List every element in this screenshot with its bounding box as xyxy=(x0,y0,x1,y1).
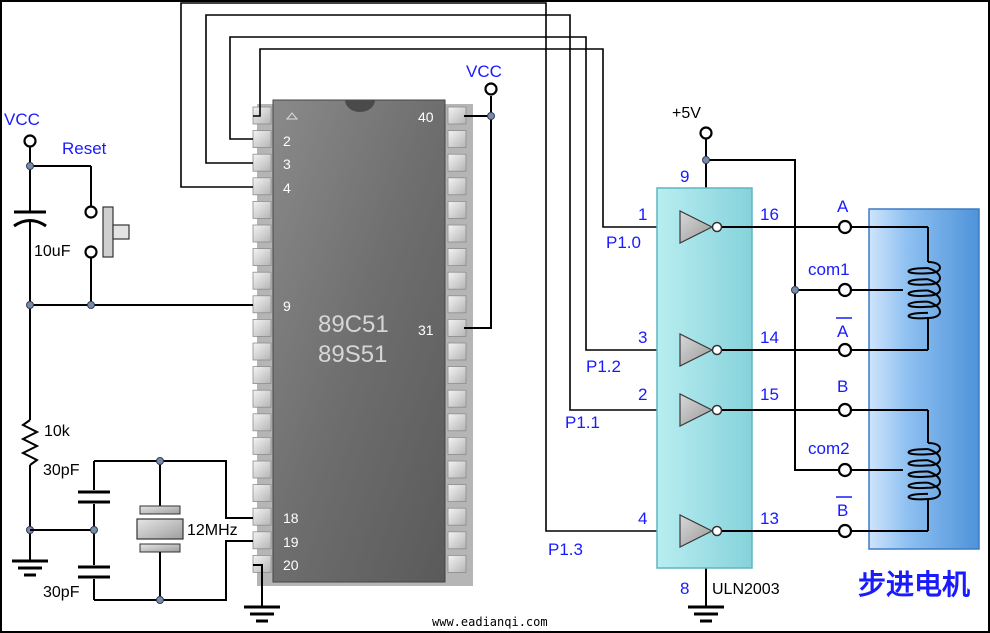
chip-pin-pad-right-4 xyxy=(447,177,467,196)
ground-mcu-icon xyxy=(244,564,280,623)
port-p1-1: P1.1 xyxy=(565,413,600,432)
chip-pin-pad-left-5 xyxy=(252,200,272,219)
driver-out-15: 15 xyxy=(760,385,779,404)
mcu-pin-9: 9 xyxy=(283,298,291,314)
vcc-right-label: VCC xyxy=(466,62,502,81)
chip-pin-pad-left-9 xyxy=(252,295,272,314)
crystal-label: 12MHz xyxy=(187,522,238,539)
port-p1-3: P1.3 xyxy=(548,540,583,559)
stepper-motor xyxy=(851,208,980,550)
chip-pin-pad-left-16 xyxy=(252,460,272,479)
mcu-pin-4: 4 xyxy=(283,180,291,196)
mcu-chip: 89C51 89S51 2 3 4 9 18 19 20 40 31 xyxy=(252,99,473,586)
chip-pin-pad-right-1 xyxy=(447,106,467,125)
chip-pin-pad-left-15 xyxy=(252,436,272,455)
driver-chip: 9 8 ULN2003 1 P1.0 3 P1.2 2 P1.1 4 P1.3 … xyxy=(548,167,780,598)
port-p1-2: P1.2 xyxy=(586,357,621,376)
chip-pin-pad-right-3 xyxy=(447,153,467,172)
footer-url: www.eadianqi.com xyxy=(432,615,548,629)
chip-pin-pad-left-2 xyxy=(252,130,272,149)
chip-pin-pad-left-13 xyxy=(252,389,272,408)
chip-pin-pad-right-8 xyxy=(447,271,467,290)
chip-pin-pad-right-11 xyxy=(447,342,467,361)
chip-pin-pad-right-12 xyxy=(447,366,467,385)
chip-pin-pad-right-15 xyxy=(447,436,467,455)
mcu-pin-18: 18 xyxy=(283,510,299,526)
chip-pin-pad-right-14 xyxy=(447,413,467,432)
port-p1-0: P1.0 xyxy=(606,233,641,252)
motor-terminals: A com1 A B com2 B xyxy=(808,197,853,539)
chip-pin-pad-left-3 xyxy=(252,153,272,172)
resistor-label: 10k xyxy=(44,423,71,440)
chip-pin-pad-left-8 xyxy=(252,271,272,290)
chip-pin-pad-left-17 xyxy=(252,484,272,503)
driver-pin-8: 8 xyxy=(680,579,689,598)
driver-out-13: 13 xyxy=(760,509,779,528)
chip-pin-pad-right-2 xyxy=(447,130,467,149)
driver-out-16: 16 xyxy=(760,205,779,224)
chip-pin-pad-right-18 xyxy=(447,507,467,526)
mcu-pin-19: 19 xyxy=(283,534,299,550)
chip-pin-pad-right-6 xyxy=(447,224,467,243)
mcu-pin-20: 20 xyxy=(283,557,299,573)
chip-pin-pad-left-6 xyxy=(252,224,272,243)
vcc-left-label: VCC xyxy=(4,110,40,129)
chip-pin-pad-right-20 xyxy=(447,555,467,573)
chip-pin-pad-left-7 xyxy=(252,248,272,267)
term-com1-label: com1 xyxy=(808,260,850,279)
chip-pin-pad-left-10 xyxy=(252,318,272,337)
mcu-to-driver-wires xyxy=(180,2,657,532)
chip-pin-pad-left-4 xyxy=(252,177,272,196)
driver-in-pin-4: 4 xyxy=(638,509,647,528)
ground-driver-icon xyxy=(688,568,724,623)
chip-pin-pad-left-11 xyxy=(252,342,272,361)
chip-pin-pad-left-14 xyxy=(252,413,272,432)
cap-top-label: 30pF xyxy=(43,462,80,479)
plus5v-net: +5V xyxy=(672,105,842,471)
term-com2-label: com2 xyxy=(808,439,850,458)
term-b-bar-label: B xyxy=(837,501,848,520)
mcu-pin-31: 31 xyxy=(418,322,434,338)
driver-pin-9: 9 xyxy=(680,167,689,186)
chip-pin-pad-left-12 xyxy=(252,366,272,385)
mcu-label-1: 89C51 xyxy=(318,311,389,338)
chip-pin-pad-right-13 xyxy=(447,389,467,408)
cap-bottom-label: 30pF xyxy=(43,584,80,601)
reset-label: Reset xyxy=(62,139,107,158)
cap-reset-label: 10uF xyxy=(34,243,71,260)
crystal-circuit: 30pF 30pF 12MHz xyxy=(30,457,253,604)
reset-circuit: VCC 10uF Reset 10k xyxy=(4,110,253,550)
chip-pin-pad-right-16 xyxy=(447,460,467,479)
mcu-label-2: 89S51 xyxy=(318,341,387,368)
driver-name: ULN2003 xyxy=(712,581,780,598)
chip-pin-pad-right-10 xyxy=(447,318,467,337)
mcu-pin-40: 40 xyxy=(418,109,434,125)
driver-in-pin-1: 1 xyxy=(638,205,647,224)
chip-pin-pad-right-5 xyxy=(447,200,467,219)
coil-2-icon xyxy=(907,442,941,501)
driver-to-motor-wires xyxy=(722,226,838,532)
chip-pin-pad-right-19 xyxy=(447,531,467,550)
motor-title: 步进电机 xyxy=(858,569,970,600)
plus5v-label: +5V xyxy=(672,105,701,122)
chip-pin-pad-right-7 xyxy=(447,248,467,267)
driver-out-14: 14 xyxy=(760,328,779,347)
coil-1-icon xyxy=(907,261,941,320)
term-a-label: A xyxy=(837,197,849,216)
chip-pin-pad-left-19 xyxy=(252,531,272,550)
driver-in-pin-3: 3 xyxy=(638,328,647,347)
term-b-label: B xyxy=(837,377,848,396)
chip-pin-pad-right-17 xyxy=(447,484,467,503)
vcc-right-net: VCC xyxy=(464,62,502,329)
term-a-bar-label: A xyxy=(837,322,849,341)
chip-pin-pad-right-9 xyxy=(447,295,467,314)
mcu-pin-3: 3 xyxy=(283,156,291,172)
ground-left-icon xyxy=(12,550,48,577)
mcu-pin-2: 2 xyxy=(283,133,291,149)
chip-pin-pad-left-18 xyxy=(252,507,272,526)
driver-in-pin-2: 2 xyxy=(638,385,647,404)
